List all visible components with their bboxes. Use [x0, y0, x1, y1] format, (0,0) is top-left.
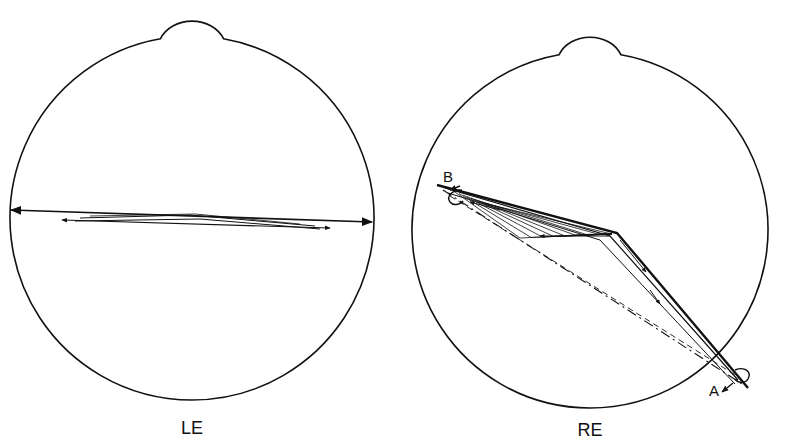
trace-line: [467, 197, 553, 237]
eye-label: RE: [576, 421, 603, 439]
point-label: A: [708, 383, 720, 398]
point-label: B: [442, 169, 454, 184]
trace-line: [520, 234, 612, 238]
trace-line: [586, 234, 612, 235]
trace-line: [575, 234, 612, 235]
left-eye-traces: [11, 210, 372, 229]
right-eye-outline: [412, 37, 768, 408]
trace-line: [564, 234, 612, 236]
left-eye-outline: [10, 21, 374, 400]
right-eye-traces: [437, 185, 749, 392]
trace-line: [463, 195, 542, 237]
trace-line: [608, 233, 612, 235]
eye-label: LE: [180, 419, 204, 437]
trace-line: [487, 204, 608, 233]
trace-line: [597, 233, 612, 234]
trace-line: [471, 198, 564, 236]
trace-line: [531, 234, 612, 237]
trace-line: [455, 192, 520, 238]
